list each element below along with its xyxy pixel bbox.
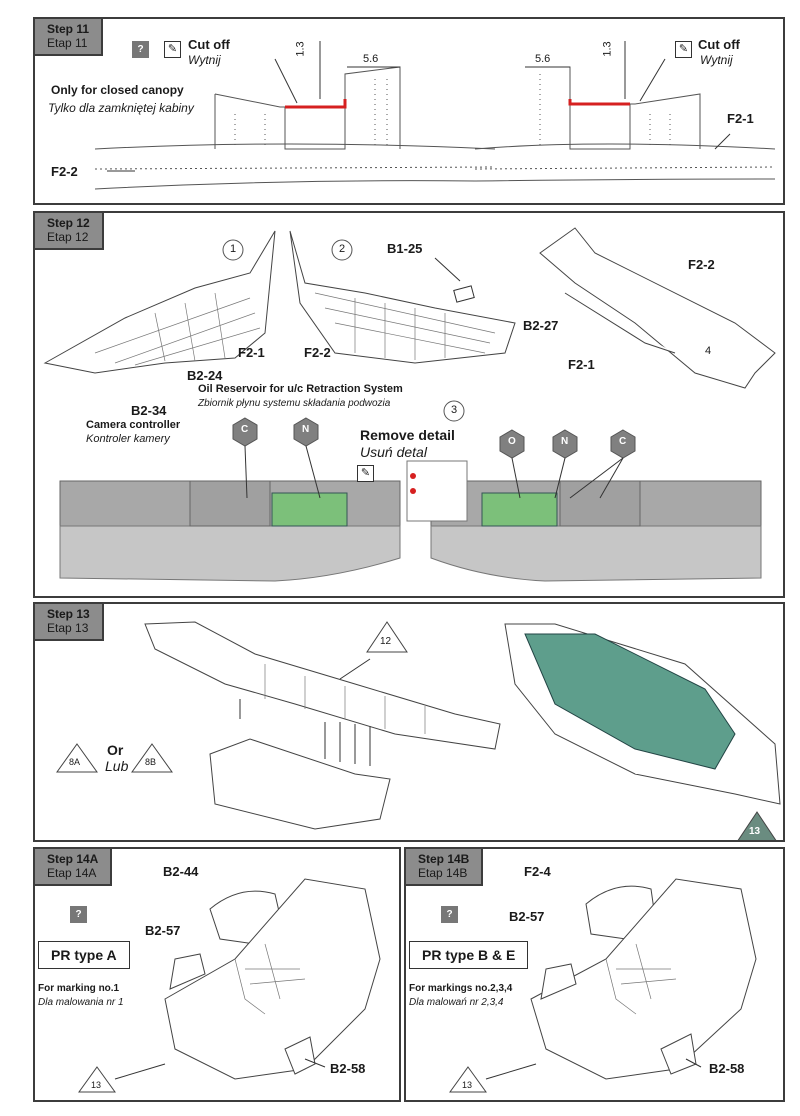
part-b2-24-label: B2-24 (187, 368, 223, 383)
step-14b-etap: Etap 14B (418, 866, 468, 880)
step-14b-drawing (449, 878, 757, 1093)
step-12-title: Step 12 (47, 216, 90, 230)
part-f2-2-label: F2-2 (51, 164, 78, 179)
step-12-panel: Step 12 Etap 12 (33, 211, 785, 598)
wytnij-label-right: Wytnij (700, 53, 733, 67)
dim-1-3-right: 1.3 (601, 41, 614, 57)
step-13-title: Step 13 (47, 607, 90, 621)
step-11-drawing (94, 41, 776, 190)
step-12-etap: Etap 12 (47, 230, 89, 244)
hex-o-right: O (508, 436, 516, 447)
pr-type-b-e-label: PR type B & E (409, 941, 529, 969)
hex-n-right: N (561, 436, 569, 447)
step-13-header: Step 13 Etap 13 (35, 604, 104, 641)
tylko-label: Tylko dla zamkniętej kabiny (48, 101, 194, 115)
hex-c-left: C (241, 424, 249, 435)
camera-controller-label: Camera controller (86, 419, 181, 431)
part-b2-44-label: B2-44 (163, 864, 199, 879)
remove-detail-label: Remove detail (360, 427, 455, 443)
step-11-panel: Step 11 Etap 11 (33, 17, 785, 205)
step-13-panel: Step 13 Etap 13 12 8 (33, 602, 785, 842)
triangle-8b-label: 8B (145, 757, 157, 767)
step-12-drawing (43, 227, 776, 582)
part-f2-2-right-label: F2-2 (688, 257, 715, 272)
step-14a-title: Step 14A (47, 852, 99, 866)
marking-pl-label: Dla malowań nr 2,3,4 (409, 997, 504, 1008)
triangle-12-label: 12 (380, 636, 392, 647)
part-b2-58-label: B2-58 (330, 1061, 366, 1076)
camera-controller-pl-label: Kontroler kamery (86, 433, 170, 445)
knife-icon: ✎ (164, 41, 181, 58)
step-14a-drawing (78, 878, 381, 1093)
step-11-title: Step 11 (47, 22, 90, 36)
triangle-8a-label: 8A (69, 757, 81, 767)
dim-1-3-left: 1.3 (294, 41, 307, 57)
step-12-header: Step 12 Etap 12 (35, 213, 104, 250)
part-b2-58-label: B2-58 (709, 1061, 745, 1076)
circle-4-label: 4 (705, 345, 712, 357)
marking-pl-label: Dla malowania nr 1 (38, 997, 124, 1008)
part-f2-1-right-label: F2-1 (568, 357, 595, 372)
step-14b-unknown-icon: ? (441, 906, 458, 923)
step-13-drawing (56, 621, 781, 840)
part-f2-4-label: F2-4 (524, 864, 551, 879)
circle-1-label: 1 (230, 243, 237, 255)
step-14a-header: Step 14A Etap 14A (35, 849, 113, 886)
part-b1-25-label: B1-25 (387, 241, 423, 256)
knife-icon-right: ✎ (675, 41, 692, 58)
step-11-header: Step 11 Etap 11 (35, 19, 104, 56)
dim-5-6-right: 5.6 (535, 53, 551, 65)
page-number-label: 13 (749, 826, 761, 837)
pr-type-a-label: PR type A (38, 941, 130, 969)
marking-label: For marking no.1 (38, 983, 120, 994)
lub-label: Lub (105, 758, 129, 774)
step-14b-panel: Step 14B Etap 14B ? PR type B & E For ma… (404, 847, 785, 1102)
dim-5-6-left: 5.6 (363, 53, 379, 65)
triangle-13-label: 13 (91, 1080, 102, 1090)
step-11-etap: Etap 11 (47, 36, 88, 50)
step-14a-unknown-icon: ? (70, 906, 87, 923)
part-b2-27-label: B2-27 (523, 318, 559, 333)
step-14b-header: Step 14B Etap 14B (406, 849, 484, 886)
step-14b-title: Step 14B (418, 852, 470, 866)
part-f2-1-label: F2-1 (727, 111, 754, 126)
part-b2-57-label: B2-57 (145, 923, 181, 938)
or-label: Or (107, 742, 124, 758)
hex-c-right: C (619, 436, 627, 447)
cut-off-label-left: Cut off (188, 37, 230, 52)
step-11-unknown-icon: ? (132, 41, 149, 58)
part-f2-1-label: F2-1 (238, 345, 265, 360)
cut-off-label-right: Cut off (698, 37, 740, 52)
part-b2-34-label: B2-34 (131, 403, 167, 418)
circle-3-label: 3 (451, 404, 458, 416)
part-f2-2-label: F2-2 (304, 345, 331, 360)
step-14a-etap: Etap 14A (47, 866, 97, 880)
remove-detail-pl-label: Usuń detal (360, 444, 427, 460)
oil-reservoir-pl-label: Zbiornik płynu systemu składania podwozi… (198, 398, 391, 409)
part-b2-57-label: B2-57 (509, 909, 545, 924)
triangle-13-label: 13 (462, 1080, 473, 1090)
only-closed-canopy-label: Only for closed canopy (51, 83, 184, 97)
marking-label: For markings no.2,3,4 (409, 983, 513, 994)
step-13-etap: Etap 13 (47, 621, 89, 635)
wytnij-label-left: Wytnij (188, 53, 221, 67)
oil-reservoir-label: Oil Reservoir for u/c Retraction System (198, 383, 403, 395)
knife-icon: ✎ (357, 465, 374, 482)
hex-n-left: N (302, 424, 310, 435)
circle-2-label: 2 (339, 243, 346, 255)
step-14a-panel: Step 14A Etap 14A ? PR type A For markin… (33, 847, 401, 1102)
